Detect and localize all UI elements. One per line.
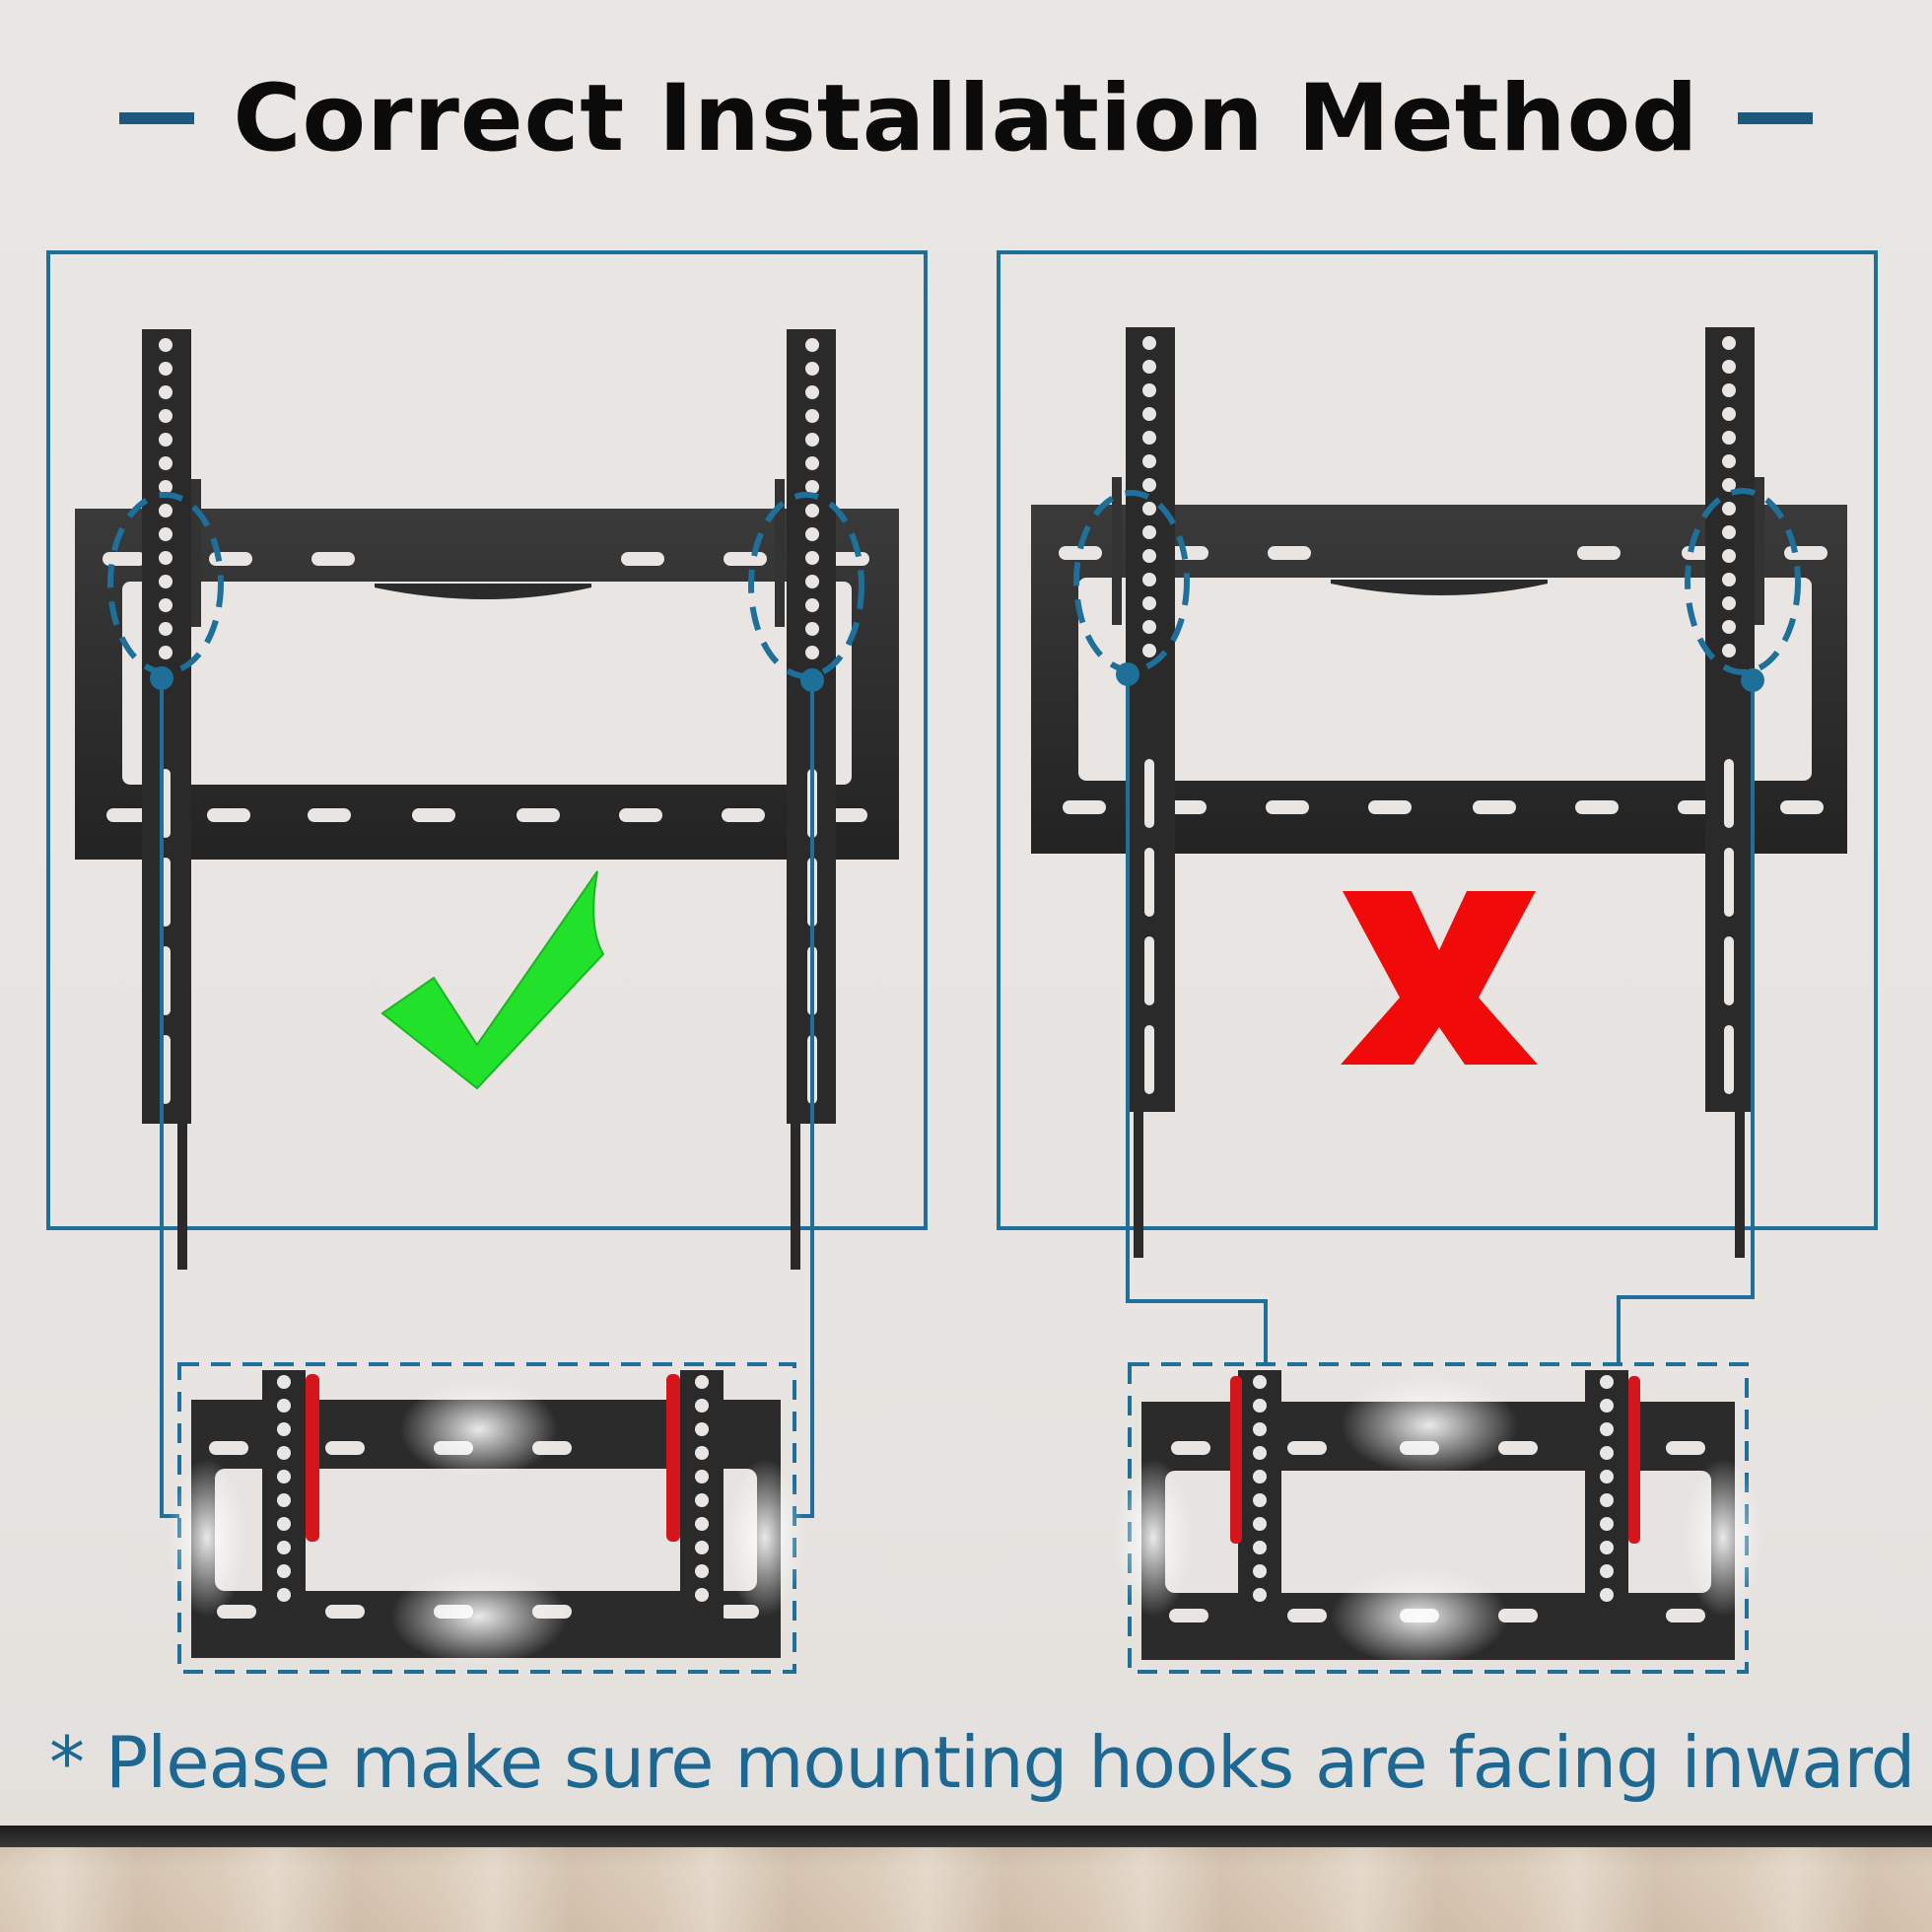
title-dash-right: [1738, 112, 1814, 124]
red-x-icon: [1341, 891, 1538, 1065]
skirting-board: [0, 1826, 1932, 1847]
footer-note: * Please make sure mounting hooks are fa…: [49, 1721, 1915, 1804]
hook-red-right-incorrect: [1628, 1376, 1640, 1544]
detail-bracket-incorrect: [1114, 1370, 1762, 1666]
callout-lines-incorrect: [1126, 674, 1755, 1364]
title-dash-left: [118, 112, 194, 124]
tv-arm-right-incorrect: [1705, 327, 1764, 1258]
tv-arm-left-incorrect: [1112, 327, 1175, 1258]
green-check-icon: [380, 870, 605, 1090]
callout-dots-correct: [150, 666, 824, 692]
panel-correct: [46, 250, 928, 1230]
page-title: Correct Installation Method: [233, 64, 1699, 172]
panel-incorrect: [997, 250, 1878, 1230]
detail-bracket-correct: [168, 1370, 804, 1666]
callout-dots-incorrect: [1116, 662, 1764, 692]
hook-red-left-correct: [306, 1374, 319, 1542]
title-bar: Correct Installation Method: [0, 59, 1932, 177]
hook-red-right-correct: [666, 1374, 680, 1542]
hook-red-left-incorrect: [1230, 1376, 1242, 1544]
